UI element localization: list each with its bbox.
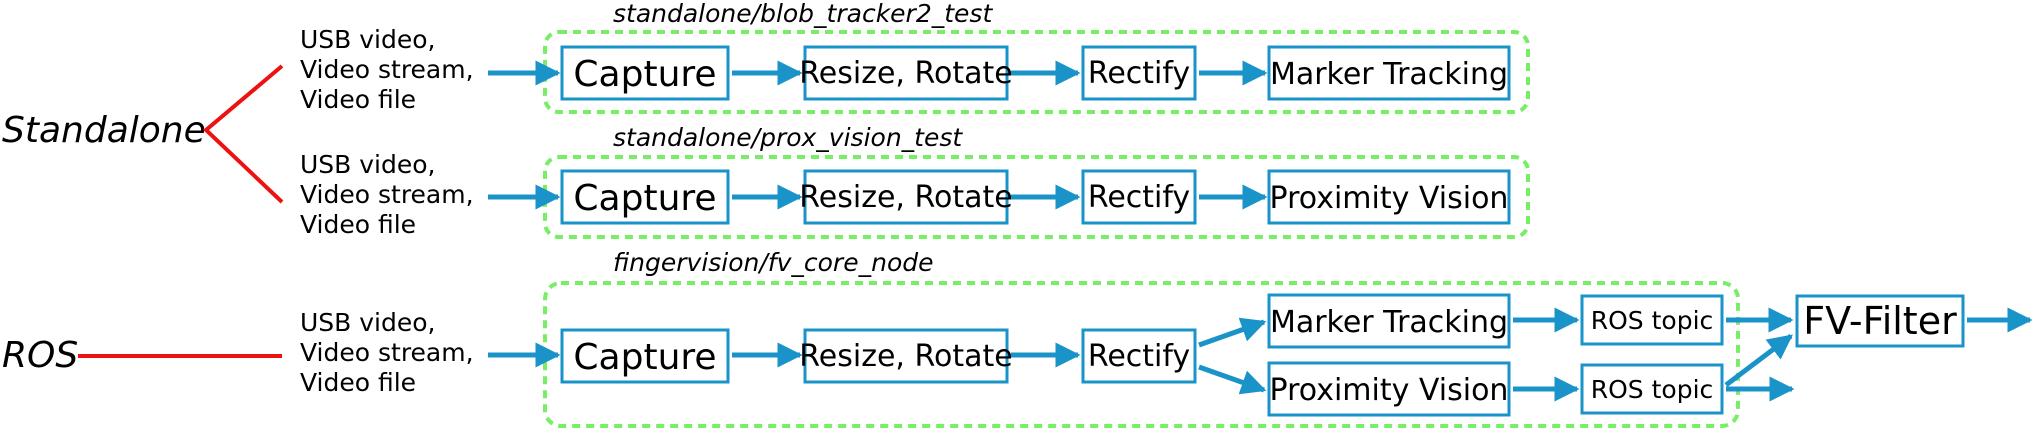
resize-rotate-box-3 [803, 328, 1009, 384]
resize-rotate-label-1: Resize, Rotate [799, 56, 1012, 91]
mode-label-standalone: Standalone [2, 110, 206, 151]
source-usb-video: USB video, [300, 308, 436, 337]
resize-rotate-box-2 [803, 169, 1009, 225]
group-box-blob-tracker [543, 30, 1530, 114]
capture-label-3: Capture [573, 337, 716, 378]
marker-tracking-box-1 [1267, 45, 1511, 101]
source-video-stream: Video stream, [300, 338, 474, 367]
rectify-label-2: Rectify [1088, 180, 1190, 215]
proximity-vision-label-3: Proximity Vision [1270, 373, 1509, 408]
ros-topic-label-1: ROS topic [1591, 306, 1714, 335]
source-video-stream: Video stream, [300, 55, 474, 84]
rectify-box-1 [1081, 45, 1197, 101]
source-video-stream: Video stream, [300, 180, 474, 209]
resize-rotate-label-2: Resize, Rotate [799, 180, 1012, 215]
capture-label-1: Capture [573, 54, 716, 95]
mode-label-ros: ROS [2, 335, 78, 376]
rectify-label-1: Rectify [1088, 56, 1190, 91]
fv-filter-label: FV-Filter [1803, 299, 1957, 343]
capture-label-2: Capture [573, 178, 716, 219]
resize-rotate-label-3: Resize, Rotate [799, 339, 1012, 374]
ros-topic-box-2 [1580, 363, 1724, 415]
rectify-box-3 [1081, 328, 1197, 384]
group-title-prox-vision: standalone/prox_vision_test [613, 123, 963, 152]
source-video-file: Video file [300, 368, 416, 397]
group-box-prox-vision [543, 155, 1530, 239]
fv-filter-box [1795, 294, 1965, 348]
proximity-vision-label-2: Proximity Vision [1270, 181, 1509, 216]
capture-box-2 [560, 169, 730, 225]
arrow-rectify-to-prox-3 [1198, 364, 1267, 395]
group-title-fv-core-node: fingervision/fv_core_node [613, 248, 933, 277]
ros-topic-label-2: ROS topic [1591, 375, 1714, 404]
group-title-blob-tracker: standalone/blob_tracker2_test [613, 0, 993, 28]
arrow-rectify-to-marker-3 [1198, 317, 1267, 348]
proximity-vision-box-2 [1267, 169, 1511, 225]
ros-topic-box-1 [1580, 294, 1724, 346]
source-usb-video: USB video, [300, 150, 436, 179]
source-labels-3: USB video, Video stream, Video file [300, 308, 474, 397]
marker-tracking-box-3 [1267, 293, 1511, 349]
capture-box-1 [560, 45, 730, 101]
source-labels-2: USB video, Video stream, Video file [300, 150, 474, 239]
marker-tracking-label-1: Marker Tracking [1270, 57, 1508, 92]
arrow-ros-topic2-to-filter [1724, 334, 1793, 387]
source-video-file: Video file [300, 85, 416, 114]
standalone-branch-line [202, 64, 284, 204]
capture-box-3 [560, 328, 730, 384]
resize-rotate-box-1 [803, 45, 1009, 101]
source-video-file: Video file [300, 210, 416, 239]
source-usb-video: USB video, [300, 25, 436, 54]
marker-tracking-label-3: Marker Tracking [1270, 305, 1508, 340]
source-labels-1: USB video, Video stream, Video file [300, 25, 474, 114]
rectify-box-2 [1081, 169, 1197, 225]
rectify-label-3: Rectify [1088, 339, 1190, 374]
proximity-vision-box-3 [1267, 361, 1511, 417]
